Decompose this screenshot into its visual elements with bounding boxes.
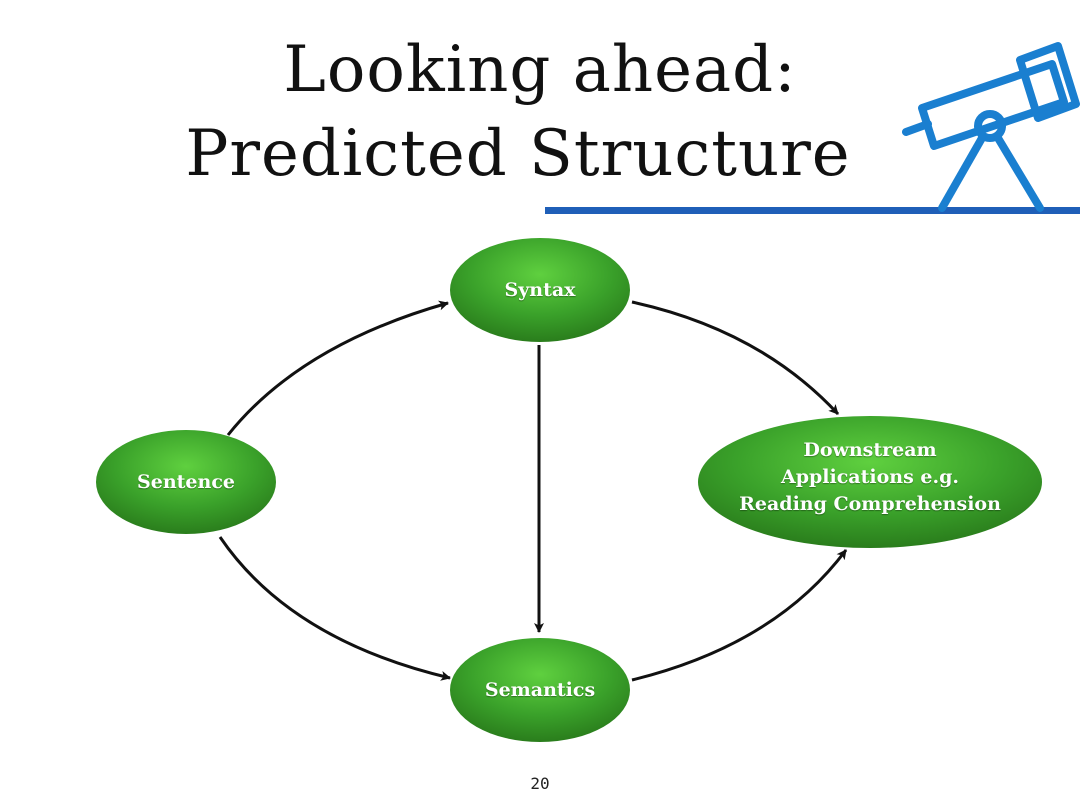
edge-semantics-downstream <box>631 549 848 682</box>
downstream-label-line-1: Downstream <box>803 439 937 461</box>
edge-syntax-downstream <box>631 300 840 416</box>
title-underline <box>545 207 1080 214</box>
slide-title: Looking ahead: Predicted Structure <box>0 28 1080 196</box>
node-sentence <box>96 430 276 534</box>
node-downstream <box>698 416 1042 548</box>
page-number: 20 <box>530 774 550 793</box>
node-syntax <box>450 238 630 342</box>
node-semantics <box>450 638 630 742</box>
edge-sentence-syntax <box>226 300 449 436</box>
node-semantics-label: Semantics <box>484 679 596 701</box>
title-line-1: Looking ahead: <box>283 33 797 107</box>
node-syntax-label: Syntax <box>504 279 576 301</box>
telescope-icon <box>545 42 1080 214</box>
downstream-label-line-2: Applications e.g. <box>780 466 960 488</box>
title-line-2: Predicted Structure <box>185 117 851 191</box>
edge-sentence-semantics <box>218 536 451 681</box>
downstream-label-line-3: Reading Comprehension <box>739 493 1001 515</box>
node-downstream-label: Downstream Applications e.g. Reading Com… <box>700 437 1040 518</box>
node-sentence-label: Sentence <box>137 471 235 493</box>
